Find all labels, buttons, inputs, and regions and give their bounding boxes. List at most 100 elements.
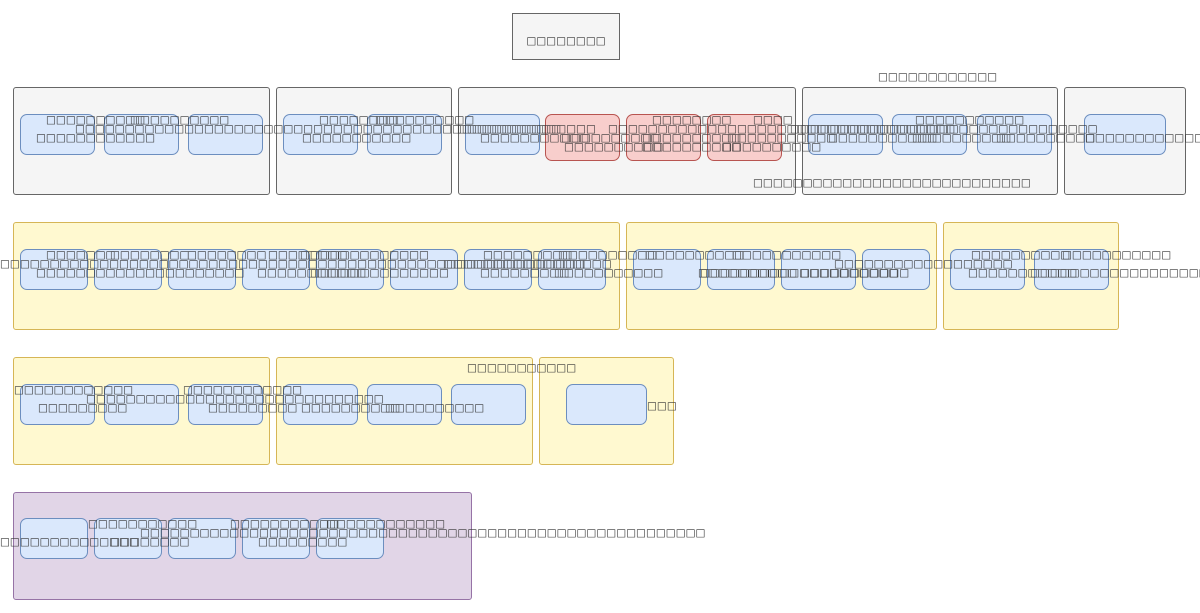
label: □□□□□□□□□□□□□□□□□□□□ <box>700 267 899 279</box>
label: □□□□□□□□□□□□ <box>1085 132 1200 144</box>
node-r1-13[interactable] <box>1084 114 1166 155</box>
label: □□□□□□□□□□□ <box>828 132 938 144</box>
label: □□□□□□□□□□□ <box>88 518 198 530</box>
label: □□□□□□□□□□□ <box>915 114 1025 126</box>
node-r2-10[interactable] <box>707 249 775 290</box>
node-r4-4[interactable] <box>242 518 310 559</box>
label: □□□□□□□□□□ <box>698 267 798 279</box>
label: □□□□□□□□□□□ <box>1062 249 1172 261</box>
label: □□□□□□□□ <box>652 114 732 126</box>
label: □□□□□□□□□□□ <box>968 267 1078 279</box>
node-r4-3[interactable] <box>168 518 236 559</box>
node-r1-1[interactable] <box>20 114 95 155</box>
label: □□□□□□□□□□ <box>645 249 745 261</box>
node-r2-13[interactable] <box>950 249 1025 290</box>
label: □□□□□□□□□□□ <box>230 518 340 530</box>
node-r1-12[interactable] <box>977 114 1052 155</box>
label: □□□□□□□□□□ <box>642 141 742 153</box>
node-r3-4[interactable] <box>283 384 358 425</box>
label: □□□□□□□□ <box>110 536 190 548</box>
node-r1-6[interactable] <box>465 114 540 155</box>
annotation-row3-right: □□□ <box>647 400 677 412</box>
node-r4-2[interactable] <box>94 518 162 559</box>
label: □□□□□□□□□□□ <box>800 267 910 279</box>
node-r2-5[interactable] <box>316 249 384 290</box>
node-r2-2[interactable] <box>94 249 162 290</box>
node-r2-14[interactable] <box>1034 249 1109 290</box>
label: □□□□□□□□□□ <box>375 114 475 126</box>
annotation-top-right: □□□□□□□□□□□□ <box>878 71 998 83</box>
node-r2-7[interactable] <box>464 249 532 290</box>
node-r2-6[interactable] <box>390 249 458 290</box>
annotation-row1-bottom: □□□□□□□□□□□□□□□□□□□□□□□□□□□□ <box>753 177 1031 189</box>
label: □□□□□□□□ <box>187 249 267 261</box>
label: □□□□□□□□□□□□□□□□□□□□□ <box>36 267 245 279</box>
label: □□□□□□□□□□□□ <box>183 384 303 396</box>
node-r3-7[interactable] <box>566 384 647 425</box>
label: □□□□□□□□□ <box>258 536 348 548</box>
node-r3-3[interactable] <box>188 384 263 425</box>
label: □□□□□□□□□□ <box>912 132 1012 144</box>
node-r1-3[interactable] <box>188 114 263 155</box>
node-r4-5[interactable] <box>316 518 384 559</box>
label: □□□□□□□□□ <box>483 249 573 261</box>
node-r2-1[interactable] <box>20 249 88 290</box>
node-r1-4[interactable] <box>283 114 358 155</box>
label: □□□□□□□□□□□ <box>257 267 367 279</box>
label: □□□□□□□□□□□□□□ <box>310 267 449 279</box>
node-r1-9-alert[interactable] <box>707 114 782 161</box>
node-r3-2[interactable] <box>104 384 179 425</box>
label: □□□□□□□□□□ <box>301 402 401 414</box>
node-r2-3[interactable] <box>168 249 236 290</box>
label: □□□□□□□□□□□□□□□□□□□□□□□□□□□□□□□□□□□□□□□□… <box>75 123 562 135</box>
label: □□□□ <box>753 114 793 126</box>
node-r3-1[interactable] <box>20 384 95 425</box>
label: □□□□□□□□□□ <box>564 141 664 153</box>
label: □□□□□□□□□□ <box>561 132 661 144</box>
label: □□□□□□□□□□□□□□ <box>0 536 139 548</box>
node-r1-2[interactable] <box>104 114 179 155</box>
label: □□□□□□□□□□□ <box>480 132 590 144</box>
label: □□□□□□□□□□□ <box>732 249 842 261</box>
label: □□□□□□□□ <box>110 249 190 261</box>
node-r2-8[interactable] <box>538 249 606 290</box>
label: □□□□□□□□□ <box>208 402 298 414</box>
label: □□□□□□□□□□□ <box>727 132 837 144</box>
node-r2-12[interactable] <box>862 249 930 290</box>
label: □□□□□□□□□□□□□ <box>300 249 429 261</box>
label: □□□□□□□□□□□□ <box>36 132 156 144</box>
node-r1-5[interactable] <box>367 114 442 155</box>
diagram-title: □□□□□□□□ <box>526 35 606 47</box>
node-r2-9[interactable] <box>633 249 701 290</box>
label: □□□□□□□□□□□□□□ <box>457 123 596 135</box>
label: □□□□□□□□□□□□□□□□□□ <box>834 258 1013 270</box>
label: □□□□□□□□□□□□□□□□□ <box>443 258 612 270</box>
node-r2-4[interactable] <box>242 249 310 290</box>
label: □□□□□□□□□□□□□□□□□□□ <box>1030 267 1200 279</box>
label: □□□□□□□□□□ <box>642 132 742 144</box>
label: □□□□□□□□□□ <box>385 402 485 414</box>
label: □□□□□□□ <box>46 249 116 261</box>
node-r1-10[interactable] <box>808 114 883 155</box>
label: □□□□□□□□□□□□ <box>14 384 134 396</box>
label: □□□□□□□□□□□□□□□□□□□□□□□□□□□□□□□□□□□□□□□□… <box>0 258 586 270</box>
label: □□□□□□□□□□ <box>722 141 822 153</box>
node-r2-11[interactable] <box>781 249 856 290</box>
label: □□□□□□□□□□ <box>558 249 658 261</box>
node-r1-7-alert[interactable] <box>545 114 620 161</box>
node-r1-11[interactable] <box>892 114 967 155</box>
label: □□□□□□□□□□□ <box>302 132 412 144</box>
node-r3-6[interactable] <box>451 384 526 425</box>
node-r4-1[interactable] <box>20 518 88 559</box>
diagram-title-box[interactable] <box>512 13 620 60</box>
label: □□□□□□□□ <box>268 249 348 261</box>
label: □□□□□□□□□□□□□□□□□□□□□□□□□□□□□□ <box>86 393 384 405</box>
label: □□□□□□□□□ <box>480 267 570 279</box>
node-r1-8-alert[interactable] <box>626 114 701 161</box>
label: □□□□□□□□□□□ <box>554 267 664 279</box>
annotation-row3-mid: □□□□□□□□□□□ <box>467 362 577 374</box>
label: □□□□□□□□□□ <box>996 132 1096 144</box>
label: □□□□□□□□□□ <box>971 249 1071 261</box>
label: □□□□□□□□□□□□□□□□□□□□□□□□□□□□□□□ <box>790 123 1098 135</box>
node-r3-5[interactable] <box>367 384 442 425</box>
